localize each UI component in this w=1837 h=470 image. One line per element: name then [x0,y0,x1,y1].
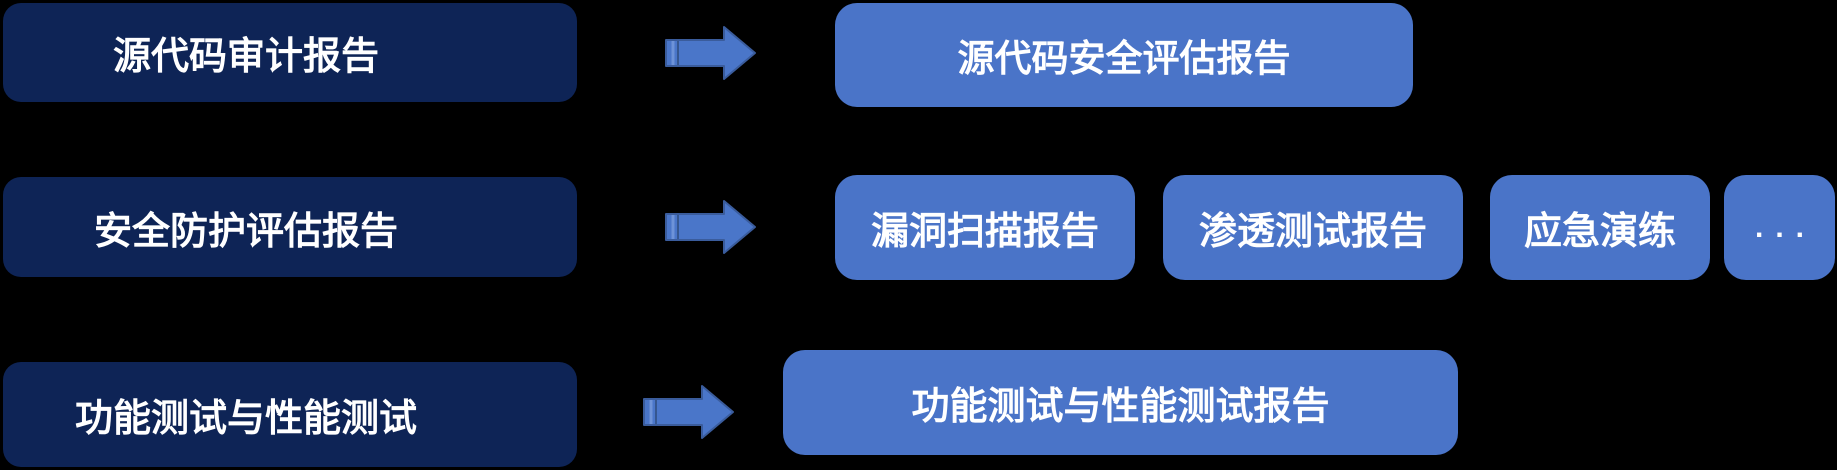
output-box-vulnerability-scan: 漏洞扫描报告 [835,175,1135,280]
source-box-functional-performance-test: 功能测试与性能测试 [3,362,577,467]
output-box-ellipsis: ... [1724,175,1835,280]
output-box-penetration-test: 渗透测试报告 [1163,175,1463,280]
source-box-code-audit: 源代码审计报告 [3,3,577,102]
output-box-code-security-assessment: 源代码安全评估报告 [835,3,1413,107]
output-box-emergency-drill: 应急演练 [1490,175,1710,280]
arrow-right-icon [665,199,757,255]
arrow-right-icon [665,25,757,81]
arrow-right-icon [643,384,735,440]
output-box-functional-performance-report: 功能测试与性能测试报告 [783,350,1458,455]
source-box-security-protection: 安全防护评估报告 [3,177,577,277]
